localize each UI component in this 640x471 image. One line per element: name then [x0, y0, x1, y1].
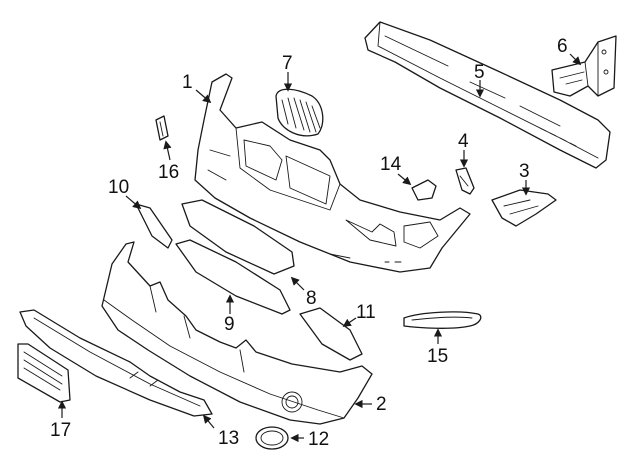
part-3-corner-support[interactable]: [491, 189, 557, 227]
callout-15: 15: [427, 346, 448, 367]
part-6-mounting-bracket[interactable]: [551, 35, 617, 97]
callout-16: 16: [158, 162, 179, 183]
part-9-lower-grille[interactable]: [175, 239, 291, 315]
callout-1: 1: [182, 72, 193, 93]
callout-17: 17: [50, 420, 71, 441]
part-13-spoiler-strip[interactable]: [19, 309, 213, 417]
part-7-kidney-grille[interactable]: [275, 88, 324, 137]
callout-12: 12: [308, 429, 329, 450]
part-4-side-bracket[interactable]: [455, 167, 475, 195]
part-17-license-bracket[interactable]: [17, 343, 71, 403]
part-8-center-grille[interactable]: [181, 199, 295, 275]
callout-2: 2: [376, 394, 387, 415]
callout-9: 9: [224, 314, 235, 335]
callout-labels: 1 2 3 4 5 6 7 8 9 10 11 12 13 14 15 16 1…: [50, 36, 568, 450]
callout-10: 10: [108, 177, 129, 198]
part-10-side-grille[interactable]: [135, 203, 173, 249]
part-16-clip[interactable]: [155, 115, 169, 141]
leader-lines: [57, 53, 582, 443]
part-12-fog-ring[interactable]: [255, 426, 289, 450]
callout-4: 4: [458, 131, 469, 152]
callout-14: 14: [380, 154, 402, 175]
part-5-reinforcement-bar[interactable]: [364, 21, 611, 169]
callout-6: 6: [557, 36, 568, 57]
part-15-reflector[interactable]: [403, 311, 482, 329]
callout-3: 3: [519, 161, 530, 182]
callout-8: 8: [306, 288, 317, 309]
callout-11: 11: [356, 302, 376, 323]
part-14-tow-cover[interactable]: [411, 179, 437, 201]
callout-5: 5: [474, 62, 485, 83]
part-2-lower-bumper[interactable]: [101, 241, 373, 425]
part-1-bumper-cover[interactable]: [194, 73, 471, 273]
callout-13: 13: [218, 428, 239, 449]
callout-7: 7: [282, 53, 293, 74]
part-11-side-grille-right[interactable]: [299, 307, 363, 361]
